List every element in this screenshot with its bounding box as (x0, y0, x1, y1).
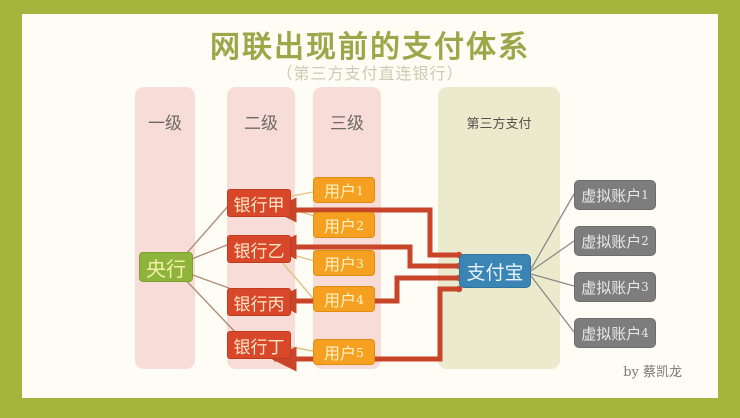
node-user-2-label: 用户 (324, 217, 357, 236)
node-user-3-label: 用户 (324, 255, 357, 274)
link-pay-vacct2 (530, 240, 575, 272)
node-bank-yi-label: 银行乙 (233, 241, 285, 262)
column-panel-level-2: 二级 (227, 87, 295, 369)
node-virtual-account-1-label: 虚拟账户 (581, 186, 642, 205)
link-pay-bank-jia (271, 197, 457, 258)
column-label-level-3: 三级 (330, 114, 364, 134)
node-user-4-label: 用户 (324, 291, 357, 310)
link-pay-vacct4 (530, 275, 575, 333)
column-label-third-party: 第三方支付 (466, 117, 532, 132)
node-central-bank-label: 央行 (146, 256, 186, 281)
node-virtual-account-2-index: 2 (641, 234, 649, 248)
page-subtitle: （第三方支付直连银行） (276, 64, 464, 83)
column-label-level-1: 一级 (148, 114, 182, 134)
node-user-4-index: 4 (356, 291, 364, 307)
node-central-bank[interactable]: 央行 (139, 252, 193, 282)
node-virtual-account-3-index: 3 (641, 280, 649, 294)
column-panel-third-party: 第三方支付 (438, 87, 560, 369)
node-bank-bing-label: 银行丙 (233, 294, 285, 315)
node-virtual-account-1-index: 1 (641, 188, 649, 202)
node-user-5-index: 5 (356, 344, 364, 360)
link-pay-bank-yi (271, 234, 457, 269)
node-virtual-account-2-label: 虚拟账户 (581, 232, 642, 251)
node-virtual-account-3-label: 虚拟账户 (581, 278, 642, 297)
node-virtual-account-4-index: 4 (641, 326, 649, 340)
payment-to-account-links (530, 193, 575, 333)
node-virtual-account-4-label: 虚拟账户 (581, 324, 642, 343)
node-user-1-index: 1 (356, 182, 364, 198)
link-central-bank-ding (178, 272, 238, 335)
node-bank-ding-label: 银行丁 (233, 337, 285, 358)
node-payment-provider[interactable]: 支付宝 (459, 254, 531, 288)
diagram-canvas: 网联出现前的支付体系 （第三方支付直连银行） 一级 二级 三级 第三方支付 (22, 14, 718, 398)
nub-4 (455, 285, 463, 293)
link-pay-vacct3 (530, 273, 575, 287)
column-panel-level-1: 一级 (135, 87, 195, 369)
node-bank-jia[interactable]: 银行甲 (227, 189, 291, 217)
node-user-2-index: 2 (356, 217, 364, 233)
author-byline: by 蔡凯龙 (623, 365, 682, 380)
node-user-1-label: 用户 (324, 182, 357, 201)
node-bank-jia-label: 银行甲 (233, 195, 285, 216)
node-bank-bing[interactable]: 银行丙 (227, 288, 291, 316)
column-label-level-2: 二级 (244, 114, 278, 134)
node-user-5-label: 用户 (324, 344, 357, 363)
node-user-3-index: 3 (356, 255, 364, 271)
node-bank-ding[interactable]: 银行丁 (227, 331, 291, 359)
node-bank-yi[interactable]: 银行乙 (227, 235, 291, 263)
node-payment-provider-label: 支付宝 (466, 261, 524, 284)
page-title: 网联出现前的支付体系 (210, 30, 530, 65)
link-pay-vacct1 (530, 193, 575, 270)
